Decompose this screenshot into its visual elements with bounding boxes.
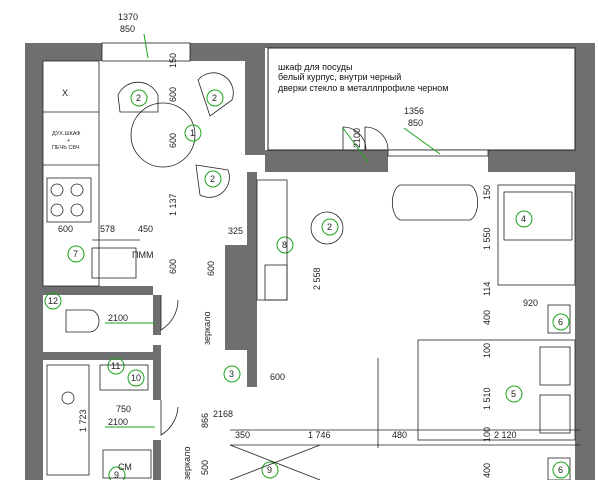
- dim-450: 450: [138, 224, 153, 234]
- wall-top-kitchen: [190, 43, 245, 61]
- furniture-11: 11: [111, 361, 120, 371]
- dim-350: 350: [235, 430, 250, 440]
- furniture-3: 3: [229, 369, 234, 379]
- wall-left-outer: [25, 43, 43, 480]
- oven-plus: +: [67, 138, 70, 144]
- wall-top-right: [265, 43, 588, 48]
- wall-hall-mid: [225, 245, 247, 350]
- dim-1137: 1 137: [168, 193, 178, 216]
- stove-icon: [50, 183, 84, 217]
- furniture-4: 4: [521, 214, 526, 224]
- mirror-label-2: зеркало: [182, 446, 192, 480]
- note-line-1: шкаф для посуды: [278, 62, 352, 72]
- dim-1550: 1 550: [482, 227, 492, 250]
- dim-1356: 1356: [404, 106, 424, 116]
- door-cabinet: [342, 126, 389, 151]
- dim-400b: 400: [482, 463, 492, 478]
- furniture-5: 5: [511, 389, 516, 399]
- dishwasher-label: ПММ: [132, 250, 153, 260]
- wall-room-left: [247, 172, 257, 387]
- dim-1723: 1 723: [78, 409, 88, 432]
- dim-850a: 850: [120, 24, 135, 34]
- furniture-12: 12: [48, 296, 58, 306]
- dish-cabinet: [267, 47, 576, 151]
- dim-150b: 150: [482, 185, 492, 200]
- dim-150a: 150: [168, 53, 178, 68]
- furniture-2c: 2: [210, 174, 215, 184]
- bath-fixtures: [46, 309, 152, 479]
- furniture-1: 1: [190, 128, 195, 138]
- dim-600c: 600: [168, 259, 178, 274]
- furniture-9a: 9: [267, 465, 272, 475]
- furniture-10: 10: [131, 373, 141, 383]
- dim-1746: 1 746: [308, 430, 331, 440]
- dim-2100b: 2100: [352, 128, 362, 148]
- wall-kitchen-right: [245, 43, 265, 155]
- dim-920: 920: [523, 298, 538, 308]
- green-markers: [105, 33, 441, 428]
- dim-2100c: 2100: [108, 417, 128, 427]
- dim-480: 480: [392, 430, 407, 440]
- living-furniture: [256, 179, 576, 480]
- chair-fills: [44, 89, 570, 480]
- furniture-6a: 6: [558, 317, 563, 327]
- dim-2120: 2 120: [494, 430, 517, 440]
- note-line-3: дверки стекло в металлпрофиле черном: [278, 83, 448, 93]
- dim-600f: 600: [270, 372, 285, 382]
- dim-578: 578: [100, 224, 115, 234]
- kitchen-counter: [42, 60, 140, 287]
- furniture-2b: 2: [212, 93, 217, 103]
- dim-850b: 850: [408, 118, 423, 128]
- note-line-2: белый курпус, внутри черный: [278, 72, 401, 82]
- wall-hall-left-2: [153, 345, 161, 400]
- furniture-9b: 9: [114, 470, 119, 480]
- dim-600d: 600: [58, 224, 73, 234]
- dim-1510: 1 510: [482, 387, 492, 410]
- fridge-label: X: [62, 88, 68, 98]
- dim-100a: 100: [482, 343, 492, 358]
- wall-right-outer: [575, 43, 595, 480]
- dim-500: 500: [200, 460, 210, 475]
- wall-cabinet-bottom-right: [488, 150, 575, 172]
- wall-hall-left-3: [153, 440, 161, 480]
- wall-top-left: [25, 43, 102, 61]
- dim-114: 114: [482, 282, 492, 296]
- dining-set: [117, 72, 344, 245]
- dim-600b: 600: [168, 133, 178, 148]
- dim-2558: 2 558: [312, 267, 322, 290]
- dim-600a: 600: [168, 87, 178, 102]
- dim-1370: 1370: [118, 12, 138, 22]
- microwave-label: ПЕЧЬ СВЧ: [52, 145, 80, 151]
- dim-2100a: 2100: [108, 313, 128, 323]
- wall-kitchen-bottom: [43, 286, 153, 295]
- oven-label: ДУХ.ШКАФ: [52, 131, 80, 137]
- wall-bath-divider: [43, 352, 153, 360]
- furniture-2a: 2: [136, 93, 141, 103]
- wall-hall-left: [153, 295, 161, 335]
- wall-cabinet-bottom-left: [265, 150, 388, 172]
- dim-866: 866: [200, 413, 210, 428]
- dim-2168: 2168: [213, 409, 233, 419]
- furniture-7: 7: [73, 249, 78, 259]
- dim-750: 750: [116, 404, 131, 414]
- walls: [25, 43, 595, 480]
- furniture-8: 8: [282, 240, 287, 250]
- washer-label: СМ: [118, 462, 132, 472]
- furniture-6b: 6: [558, 465, 563, 475]
- dim-400a: 400: [482, 310, 492, 325]
- furniture-2d: 2: [327, 222, 332, 232]
- hall-lines: [160, 295, 580, 480]
- dim-100b: 100: [482, 427, 492, 442]
- dim-325: 325: [228, 226, 243, 236]
- dim-600e: 600: [206, 261, 216, 276]
- mirror-label-1: зеркало: [202, 311, 212, 345]
